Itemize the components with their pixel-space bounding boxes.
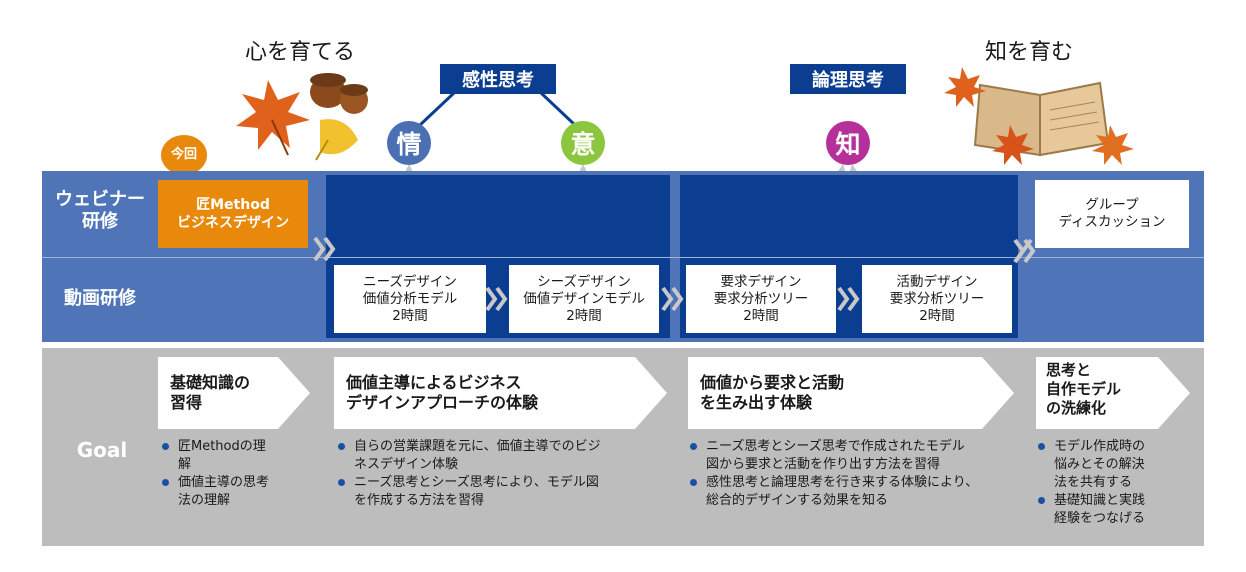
bullet-text: ニーズ思考とシーズ思考により、モデル図 を作成する方法を習得 xyxy=(354,475,599,508)
tag-logical-thinking: 論理思考 xyxy=(790,64,906,94)
bullet-text: ニーズ思考とシーズ思考で作成されたモデル 図から要求と活動を作り出す方法を習得 xyxy=(706,439,965,472)
list-item: 価値主導の思考 法の理解 xyxy=(162,474,312,510)
bullet-text: 匠Methodの理 解 xyxy=(178,439,266,472)
list-item: 基礎知識と実践 経験をつなげる xyxy=(1038,492,1198,528)
goal-bullet-list: ニーズ思考とシーズ思考で作成されたモデル 図から要求と活動を作り出す方法を習得 … xyxy=(690,438,1030,510)
goal-stage-title: 価値から要求と活動 を生み出す体験 xyxy=(700,373,845,412)
bullet-text: 感性思考と論理思考を行き来する体験により、 総合的デザインする効果を知る xyxy=(706,475,979,508)
bullet-text: 自らの営業課題を元に、価値主導でのビジ ネスデザイン体験 xyxy=(354,439,601,472)
row-separator xyxy=(42,257,1204,258)
circle-will: 意 xyxy=(561,121,605,165)
title-knowledge: 知を育む xyxy=(985,40,1074,65)
webinar-first-session: 匠Method ビジネスデザイン xyxy=(158,180,308,248)
list-item: 自らの営業課題を元に、価値主導でのビジ ネスデザイン体験 xyxy=(338,438,668,474)
current-badge: 今回 xyxy=(161,135,207,175)
goal-pentagon xyxy=(334,357,667,429)
list-item: ニーズ思考とシーズ思考により、モデル図 を作成する方法を習得 xyxy=(338,474,668,510)
video-box: シーズデザイン 価値デザインモデル 2時間 xyxy=(509,265,659,333)
chevron-right-icon xyxy=(837,286,860,312)
goal-stage-title: 価値主導によるビジネス デザインアプローチの体験 xyxy=(346,373,539,412)
book-leaves-illustration xyxy=(944,67,1134,165)
chevron-right-icon xyxy=(485,286,508,312)
chevron-right-icon xyxy=(1013,238,1036,264)
title-heart: 心を育てる xyxy=(245,40,356,65)
goal-bullet-list: モデル作成時の 悩みとその解決 法を共有する 基礎知識と実践 経験をつなげる xyxy=(1038,438,1198,528)
webinar-last-session: グループ ディスカッション xyxy=(1035,180,1189,248)
bullet-text: 価値主導の思考 法の理解 xyxy=(178,475,270,508)
video-box: ニーズデザイン 価値分析モデル 2時間 xyxy=(334,265,486,333)
list-item: ニーズ思考とシーズ思考で作成されたモデル 図から要求と活動を作り出す方法を習得 xyxy=(690,438,1030,474)
goal-stage-title: 基礎知識の 習得 xyxy=(170,373,251,412)
row-label-video: 動画研修 xyxy=(64,288,136,309)
goal-pentagon xyxy=(158,357,310,429)
video-box: 要求デザイン 要求分析ツリー 2時間 xyxy=(686,265,836,333)
ginkgo-leaf-icon xyxy=(315,119,358,161)
list-item: 匠Methodの理 解 xyxy=(162,438,312,474)
circle-emotion: 情 xyxy=(387,121,431,165)
chevron-right-icon xyxy=(313,236,336,262)
list-item: モデル作成時の 悩みとその解決 法を共有する xyxy=(1038,438,1198,492)
circle-knowledge: 知 xyxy=(826,121,870,165)
autumn-leaves-acorns-illustration xyxy=(236,73,368,161)
tag-branch-line xyxy=(418,90,457,127)
video-box: 活動デザイン 要求分析ツリー 2時間 xyxy=(862,265,1012,333)
bullet-text: モデル作成時の 悩みとその解決 法を共有する xyxy=(1054,439,1146,490)
goal-stage-title: 思考と 自作モデル の洗練化 xyxy=(1046,361,1122,417)
bullet-text: 基礎知識と実践 経験をつなげる xyxy=(1054,493,1146,526)
tag-sensibility-thinking: 感性思考 xyxy=(440,64,556,94)
goal-label: Goal xyxy=(76,438,128,462)
goal-pentagon xyxy=(1036,357,1190,429)
chevron-right-icon xyxy=(661,286,684,312)
goal-bullet-list: 自らの営業課題を元に、価値主導でのビジ ネスデザイン体験 ニーズ思考とシーズ思考… xyxy=(338,438,668,510)
maple-leaf-icon xyxy=(236,80,310,156)
row-label-webinar: ウェビナー 研修 xyxy=(55,189,145,232)
goal-bullet-list: 匠Methodの理 解 価値主導の思考 法の理解 xyxy=(162,438,312,510)
maple-leaf-icon xyxy=(944,67,1134,165)
list-item: 感性思考と論理思考を行き来する体験により、 総合的デザインする効果を知る xyxy=(690,474,1030,510)
tag-branch-line xyxy=(538,90,577,127)
acorn-icon xyxy=(310,73,368,114)
goal-pentagon xyxy=(688,357,1014,429)
